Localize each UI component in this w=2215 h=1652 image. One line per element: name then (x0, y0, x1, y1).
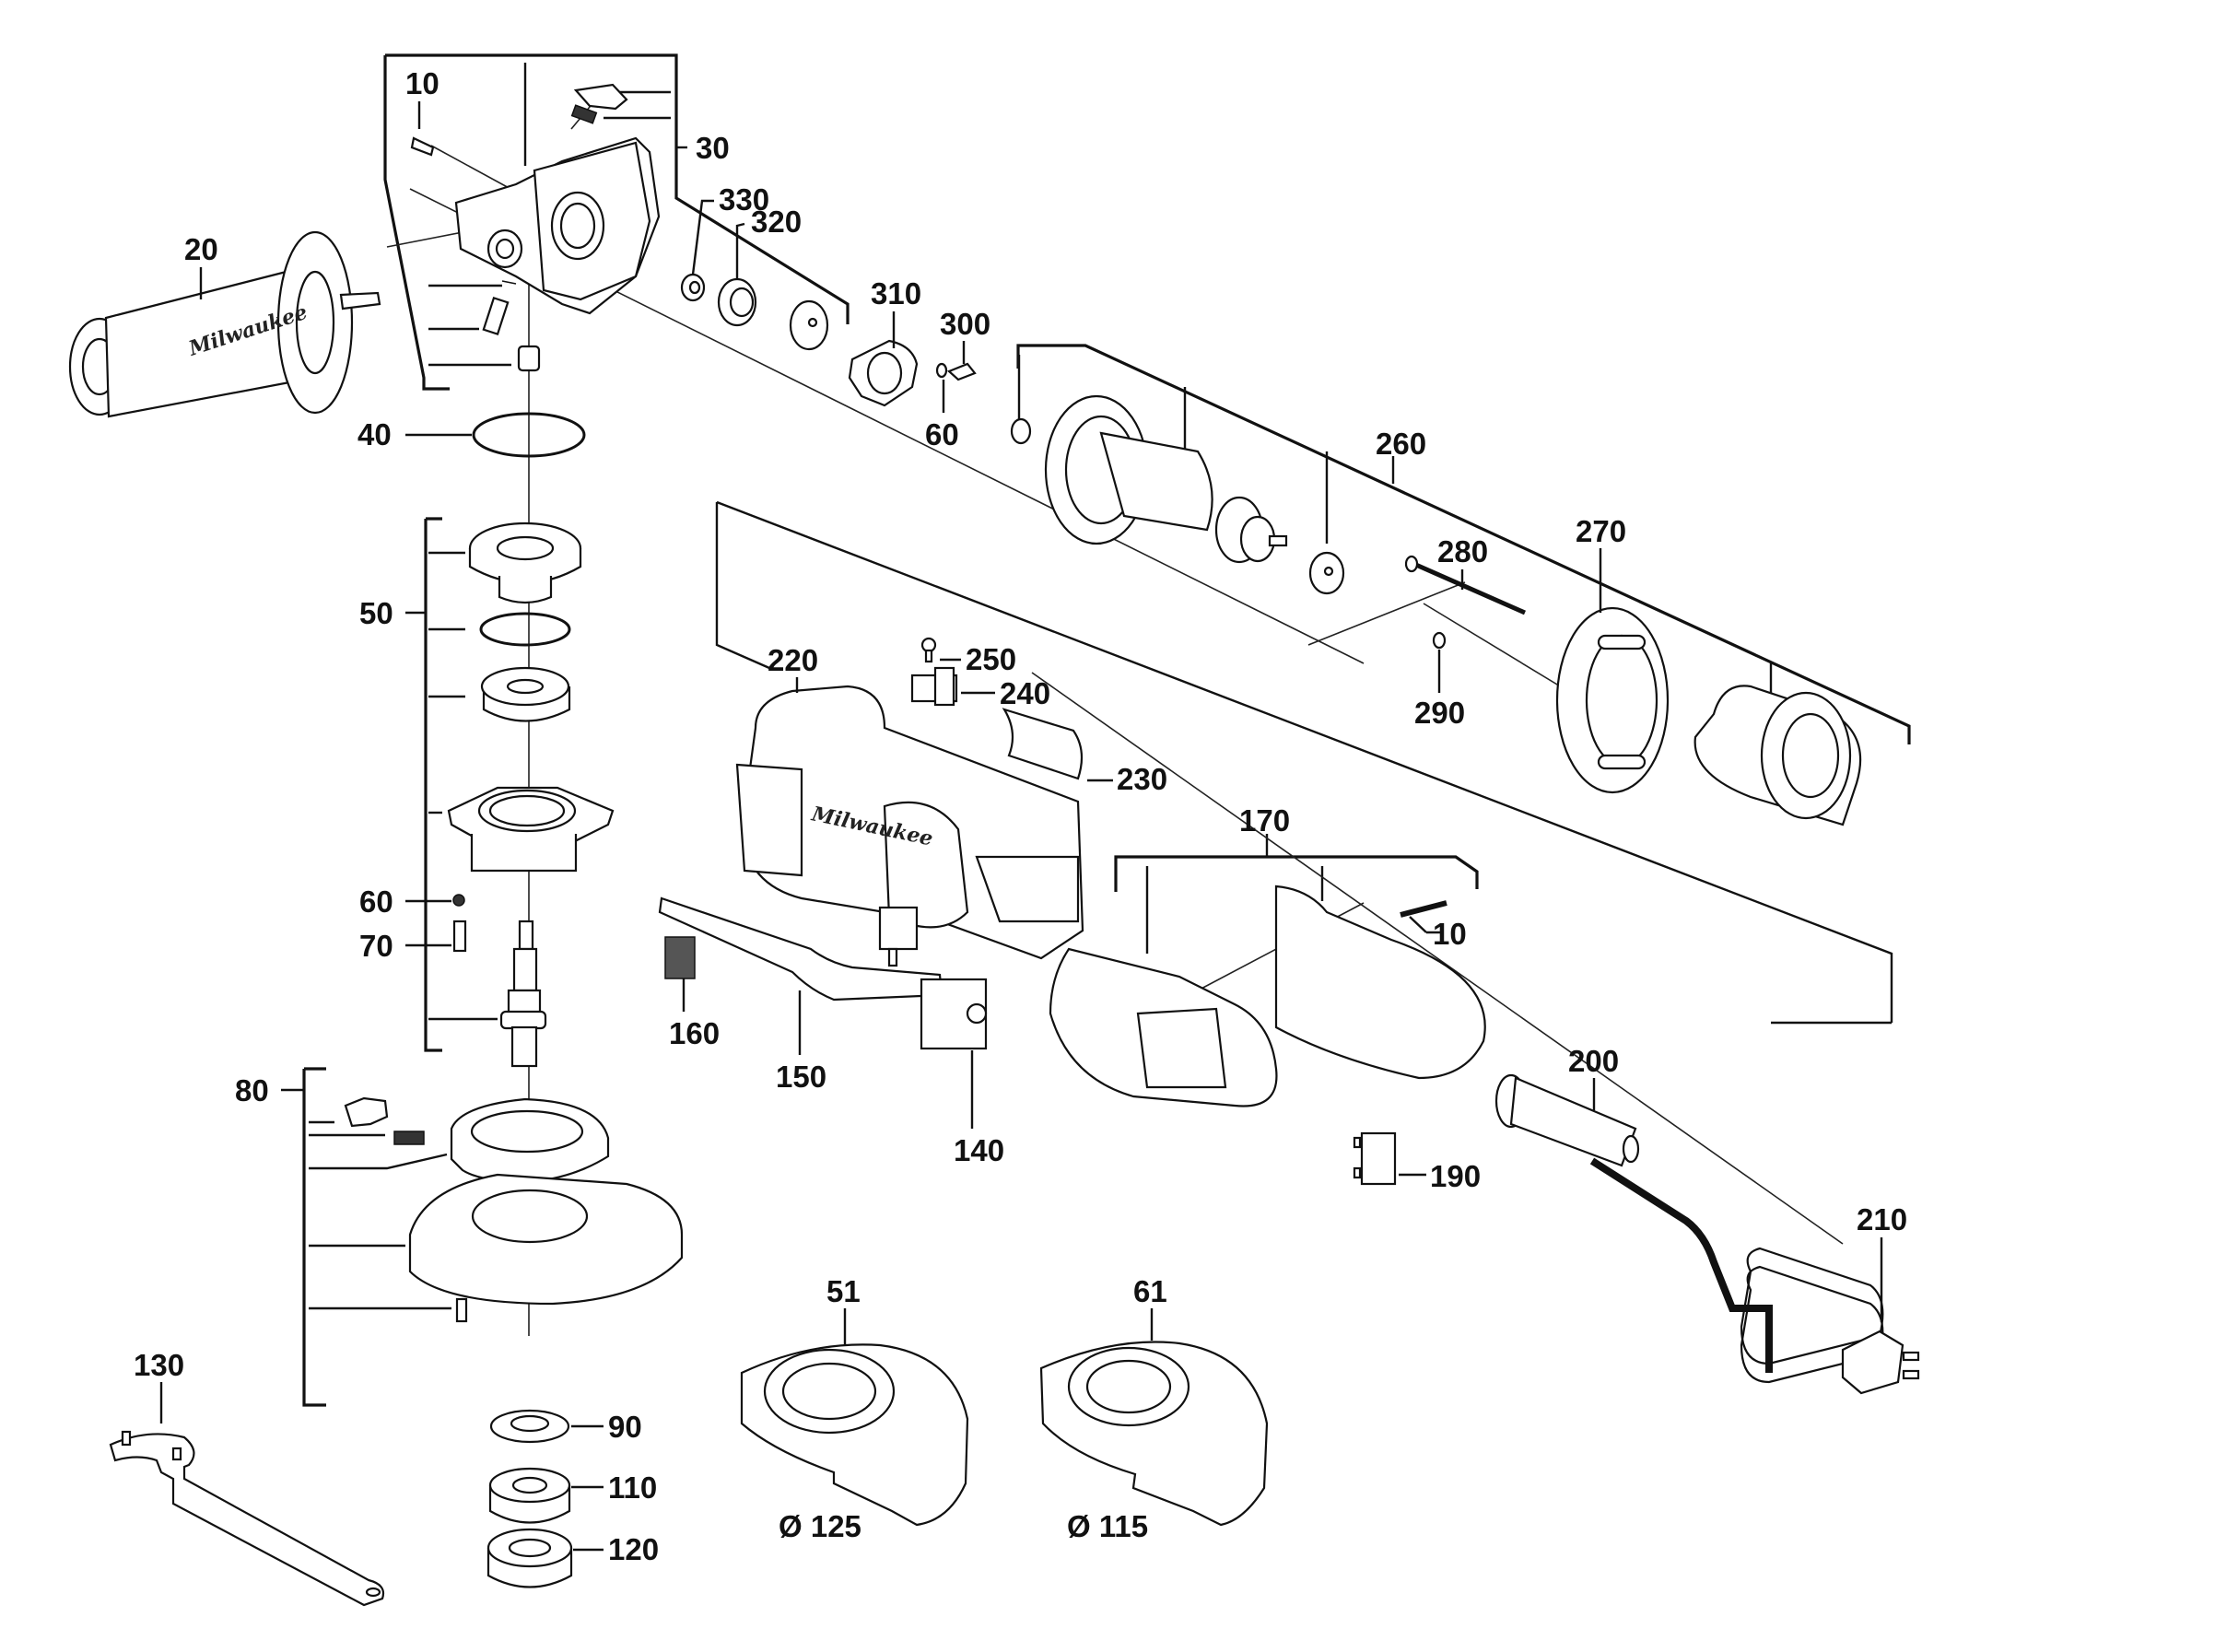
label-10-handle[interactable]: 10 (1433, 917, 1467, 951)
label-190[interactable]: 190 (1430, 1159, 1481, 1193)
label-30[interactable]: 30 (696, 131, 730, 165)
label-50[interactable]: 50 (359, 596, 393, 630)
label-270[interactable]: 270 (1576, 514, 1626, 548)
label-260[interactable]: 260 (1376, 427, 1426, 461)
label-10[interactable]: 10 (405, 66, 439, 100)
part-190-suppressor[interactable] (1353, 1131, 1397, 1186)
label-51[interactable]: 51 (826, 1274, 861, 1308)
part-210-power-cord[interactable] (1589, 1157, 1920, 1395)
label-290[interactable]: 290 (1414, 696, 1465, 730)
part-260-armature[interactable] (1010, 394, 1345, 595)
part-labels: 10 20 30 40 50 60 70 80 90 110 120 130 1… (134, 66, 1907, 1566)
label-250[interactable]: 250 (966, 642, 1016, 676)
label-240[interactable]: 240 (1000, 676, 1050, 710)
label-20[interactable]: 20 (184, 232, 218, 266)
part-230-nameplate[interactable] (1002, 708, 1084, 780)
part-310-bearing-plate[interactable] (848, 339, 919, 407)
part-270-baffle[interactable] (1555, 606, 1670, 794)
part-170-handle-right[interactable] (1274, 885, 1486, 1080)
assembly-brackets (281, 53, 1911, 1407)
label-230[interactable]: 230 (1117, 762, 1167, 796)
label-60-top[interactable]: 60 (925, 417, 959, 451)
label-170[interactable]: 170 (1239, 803, 1290, 838)
label-120[interactable]: 120 (608, 1532, 659, 1566)
caption-guard-125: Ø 125 (779, 1509, 861, 1543)
part-330-bearing[interactable] (680, 273, 706, 302)
label-130[interactable]: 130 (134, 1348, 184, 1382)
part-110-outer-flange[interactable] (488, 1467, 571, 1524)
label-40[interactable]: 40 (357, 417, 392, 451)
part-260-stator[interactable] (1693, 685, 1862, 826)
label-160[interactable]: 160 (669, 1016, 720, 1050)
part-20-side-handle[interactable]: Milwaukee (68, 230, 381, 418)
part-30-gear-case[interactable] (410, 83, 661, 372)
part-320-ball-bearing[interactable] (717, 277, 757, 327)
part-40-o-ring[interactable] (472, 412, 586, 458)
part-50-spindle-assembly[interactable] (447, 521, 615, 1068)
label-210[interactable]: 210 (1857, 1202, 1907, 1236)
label-220[interactable]: 220 (768, 643, 818, 677)
part-120-flange-nut[interactable] (486, 1528, 573, 1588)
part-200-cord-sleeve[interactable] (1494, 1073, 1640, 1167)
part-250-screw[interactable] (920, 637, 937, 663)
label-60[interactable]: 60 (359, 885, 393, 919)
label-90[interactable]: 90 (608, 1410, 642, 1444)
part-10-handle-screw[interactable] (1400, 900, 1447, 918)
part-280-long-screw[interactable] (1404, 555, 1527, 615)
label-200[interactable]: 200 (1568, 1044, 1619, 1078)
part-90-inner-flange[interactable] (489, 1409, 570, 1444)
label-300[interactable]: 300 (940, 307, 990, 341)
part-80-guard-assembly[interactable] (344, 1096, 684, 1323)
label-320[interactable]: 320 (751, 205, 802, 239)
part-170-handle-left[interactable] (1049, 947, 1278, 1107)
part-130-spanner-wrench[interactable] (109, 1430, 385, 1607)
label-61[interactable]: 61 (1133, 1274, 1167, 1308)
label-80[interactable]: 80 (235, 1073, 269, 1107)
part-300-screw[interactable] (946, 362, 977, 381)
part-160-filter[interactable] (664, 936, 696, 979)
label-140[interactable]: 140 (954, 1133, 1004, 1167)
part-washer[interactable] (789, 299, 829, 351)
label-310[interactable]: 310 (871, 276, 921, 310)
label-70[interactable]: 70 (359, 929, 393, 963)
part-290-pin[interactable] (1432, 631, 1447, 650)
part-61-guard-115[interactable] (1039, 1341, 1269, 1527)
label-110[interactable]: 110 (608, 1470, 657, 1505)
label-150[interactable]: 150 (776, 1060, 826, 1094)
part-220-motor-housing[interactable]: Milwaukee (735, 685, 1084, 967)
part-240-brush-holder[interactable] (910, 666, 958, 707)
caption-guard-115: Ø 115 (1067, 1509, 1148, 1543)
label-280[interactable]: 280 (1437, 534, 1488, 568)
part-140-switch[interactable] (920, 978, 988, 1050)
part-60-washer-top[interactable] (935, 362, 948, 379)
label-330[interactable]: 330 (719, 182, 769, 217)
part-51-guard-125[interactable] (740, 1343, 969, 1527)
